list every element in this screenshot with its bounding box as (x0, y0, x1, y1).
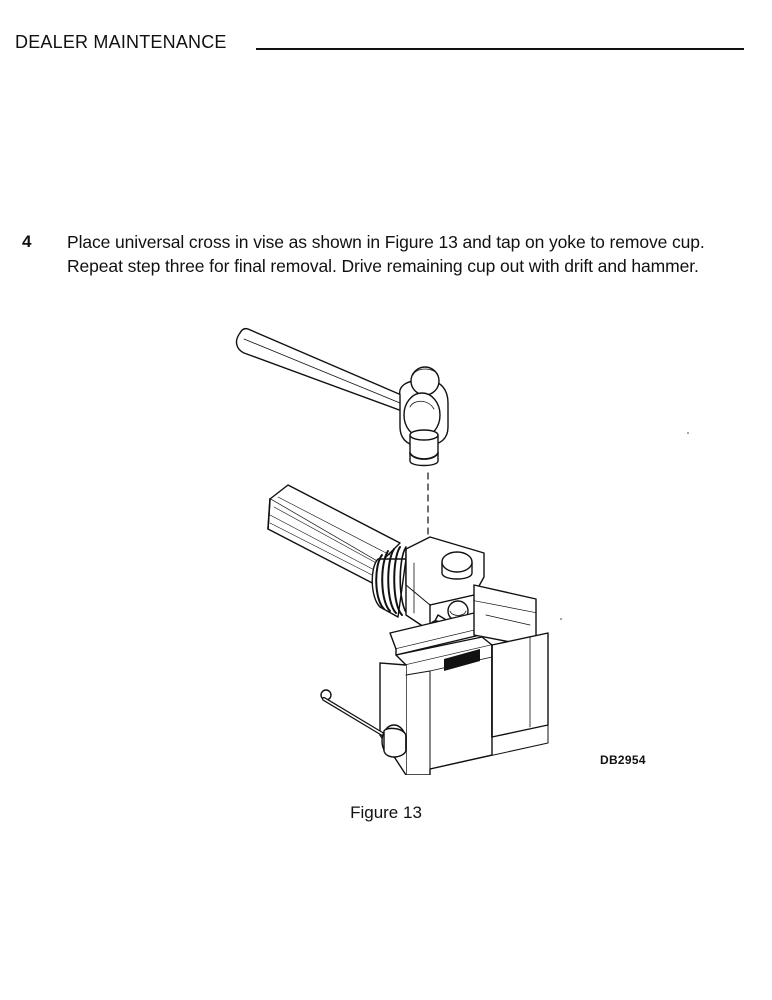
vise-hammer-illustration (235, 327, 549, 775)
vise-jaws-drawing (389, 584, 537, 656)
step-number: 4 (22, 232, 32, 251)
shaft-tube-drawing (267, 484, 401, 588)
hammer-drawing (235, 327, 449, 467)
coupling-rings-drawing (371, 546, 409, 618)
figure-caption: Figure 13 (350, 803, 422, 822)
scan-speck (687, 432, 689, 434)
step-text: Place universal cross in vise as shown i… (67, 232, 705, 276)
scan-speck (560, 618, 562, 620)
page-header-title: DEALER MAINTENANCE (15, 32, 227, 52)
figure-id: DB2954 (600, 753, 646, 767)
vise-handle-drawing (320, 689, 407, 758)
vise-body-drawing (379, 632, 549, 775)
header-rule (256, 48, 744, 50)
